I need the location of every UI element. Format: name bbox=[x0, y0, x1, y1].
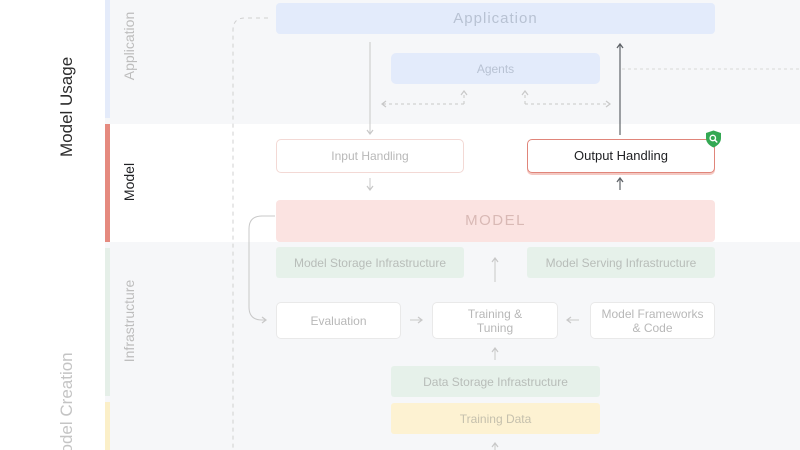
training-data-box: Training Data bbox=[391, 403, 600, 434]
layer-bar-data bbox=[105, 402, 110, 450]
layer-bar-application bbox=[105, 0, 110, 118]
evaluation-box: Evaluation bbox=[276, 302, 401, 339]
application-box: Application bbox=[276, 3, 715, 34]
training-tuning-line-1: Training & bbox=[467, 306, 523, 321]
training-tuning-box: Training & Tuning bbox=[432, 302, 558, 339]
model-frameworks-line-2: & Code bbox=[632, 320, 673, 335]
input-handling-box: Input Handling bbox=[276, 139, 464, 173]
agents-box: Agents bbox=[391, 53, 600, 84]
shield-search-icon bbox=[706, 130, 721, 148]
model-frameworks-box: Model Frameworks & Code bbox=[590, 302, 715, 339]
output-handling-box: Output Handling bbox=[527, 139, 715, 173]
arrow-model-to-evaluation bbox=[248, 215, 275, 324]
model-serving-box: Model Serving Infrastructure bbox=[527, 247, 715, 278]
dashed-loop-line bbox=[232, 17, 268, 450]
layer-bar-model bbox=[105, 124, 110, 242]
data-storage-box: Data Storage Infrastructure bbox=[391, 366, 600, 397]
training-tuning-line-2: Tuning bbox=[476, 320, 514, 335]
model-frameworks-line-1: Model Frameworks bbox=[601, 306, 704, 321]
model-storage-box: Model Storage Infrastructure bbox=[276, 247, 464, 278]
layer-bar-infrastructure bbox=[105, 248, 110, 396]
model-box: MODEL bbox=[276, 200, 715, 242]
